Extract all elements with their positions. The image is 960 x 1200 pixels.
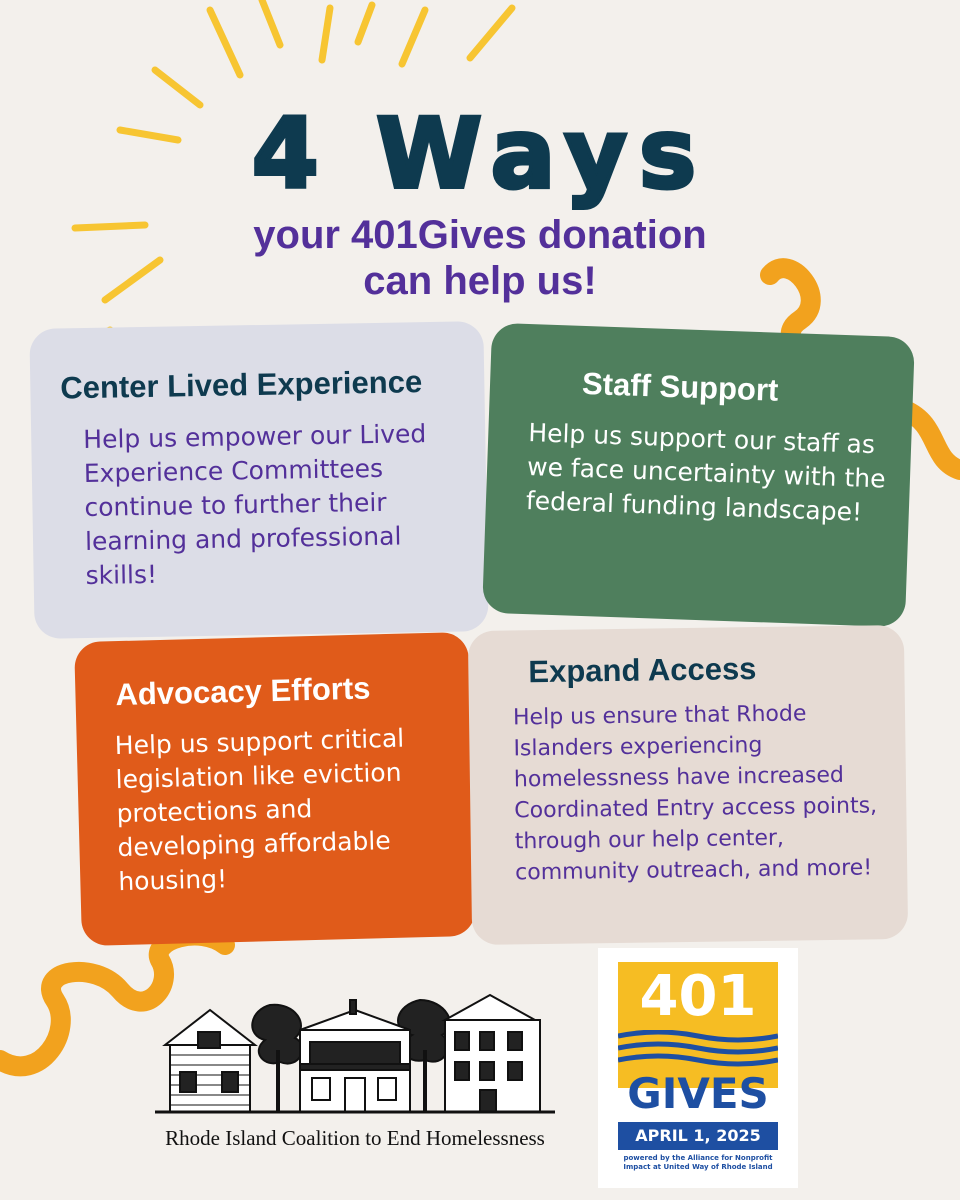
card-heading: Advocacy Efforts <box>115 670 371 713</box>
card-heading: Staff Support <box>581 365 779 408</box>
logo-yellow-block <box>618 962 778 1088</box>
card-heading: Center Lived Experience <box>60 364 423 406</box>
card-body: Help us empower our Lived Experience Com… <box>83 419 427 591</box>
page-subtitle: your 401Gives donation can help us! <box>180 212 780 304</box>
card-center-lived-experience: Center Lived Experience Help us empower … <box>29 321 489 639</box>
logo-number: 401 <box>639 964 757 1029</box>
card-body: Help us support our staff as we face unc… <box>525 418 887 527</box>
houses-illustration-icon <box>155 993 555 1114</box>
401gives-logo: 401 GIVES APRIL 1, 2025 powered by the A… <box>598 948 798 1188</box>
logo-date: APRIL 1, 2025 <box>618 1122 778 1150</box>
squiggle-bottom-left-icon <box>0 925 235 1077</box>
subtitle-line-1: your 401Gives donation <box>253 213 707 257</box>
waves-icon <box>618 1030 778 1067</box>
organization-name: Rhode Island Coalition to End Homelessne… <box>165 1126 545 1150</box>
card-staff-support: Staff Support Help us support our staff … <box>482 322 915 628</box>
logo-word: GIVES <box>627 1069 769 1118</box>
card-expand-access: Expand Access Help us ensure that Rhode … <box>467 624 909 946</box>
card-advocacy-efforts: Advocacy Efforts Help us support critica… <box>74 631 476 947</box>
page-title: 4 Ways <box>250 96 709 212</box>
subtitle-line-2: can help us! <box>363 259 597 303</box>
card-heading: Expand Access <box>528 651 757 690</box>
card-body: Help us ensure that Rhode Islanders expe… <box>512 701 878 886</box>
card-body: Help us support critical legislation lik… <box>114 723 405 897</box>
logo-powered-by: powered by the Alliance for Nonprofit Im… <box>623 1154 773 1171</box>
